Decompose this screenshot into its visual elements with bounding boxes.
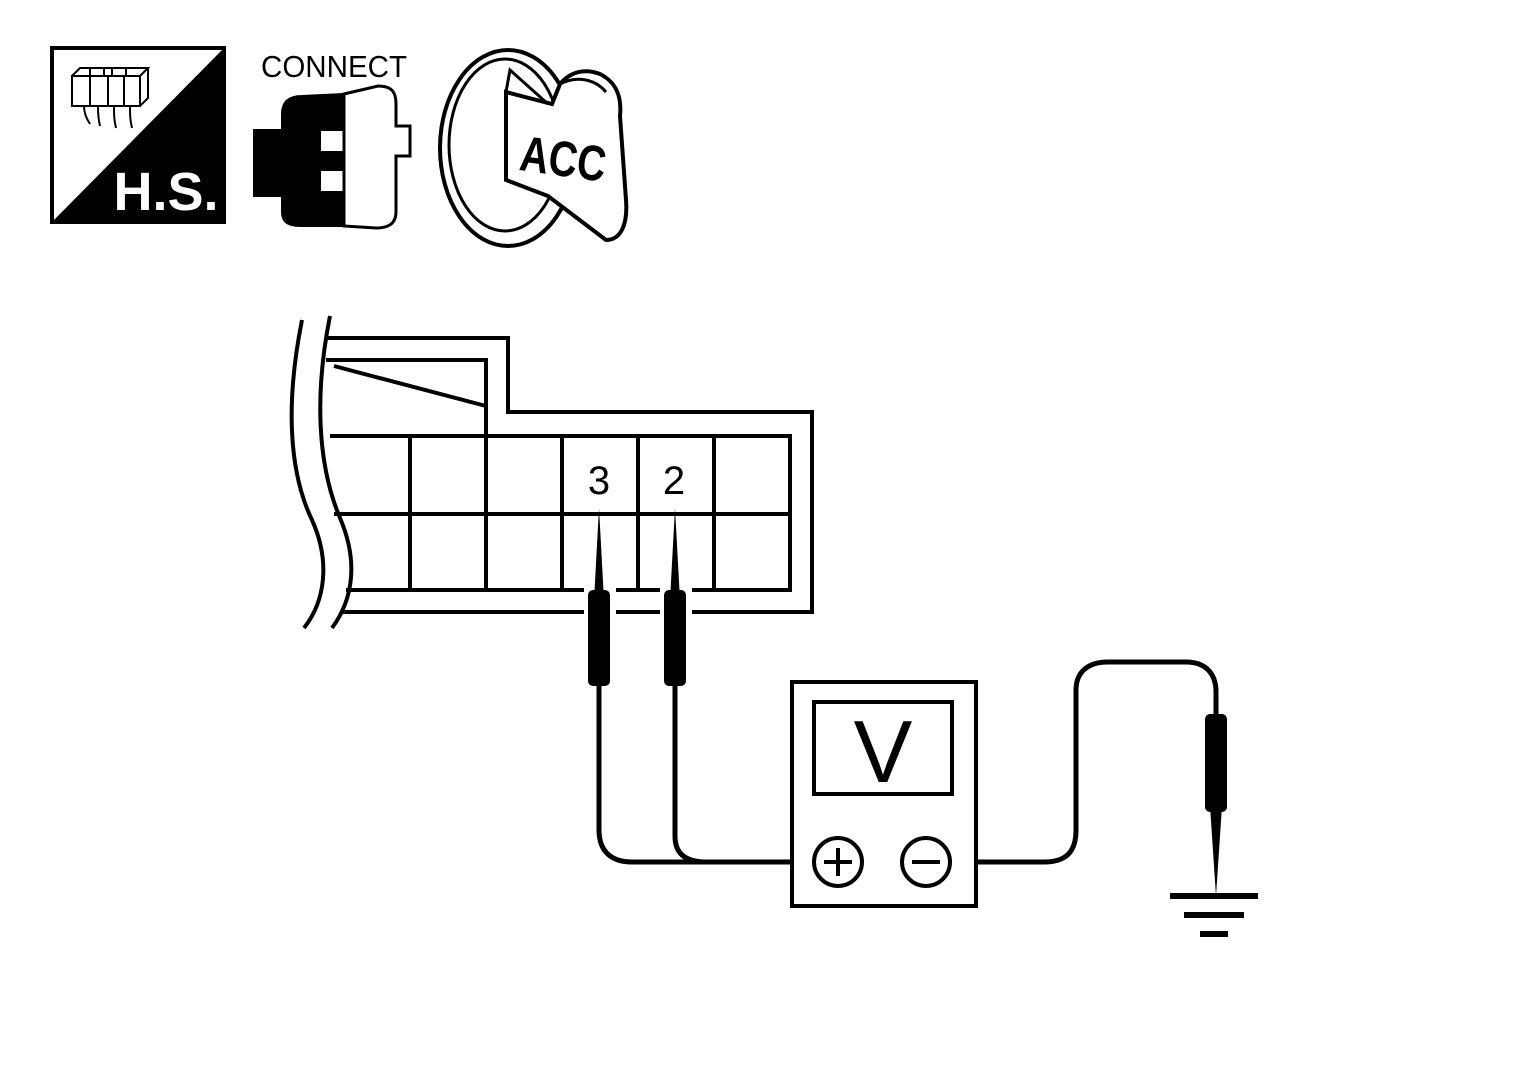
acc-label: ACC [517, 125, 610, 192]
probe-terminal-2 [664, 508, 686, 700]
housing-inner [326, 358, 792, 592]
connector-connect-icon: CONNECT [253, 49, 412, 230]
test-leads [596, 659, 1219, 865]
ground-icon [1170, 893, 1258, 937]
housing-outer [326, 336, 814, 614]
lead-positive-b [672, 690, 707, 865]
ground-probe [1205, 714, 1227, 896]
harness-side-icon: H.S. [50, 46, 226, 224]
harness-connector-sketch [71, 67, 151, 129]
ignition-key-acc-icon: ACC [438, 48, 629, 248]
meter-display-label: V [854, 702, 913, 801]
hs-label: H.S. [113, 162, 218, 222]
terminal-2-label: 2 [663, 459, 685, 503]
probe-terminal-3 [588, 508, 610, 700]
break-line-inner [318, 315, 354, 630]
housing-lock-line [333, 364, 487, 408]
break-line-outer [289, 319, 326, 630]
meter-display [812, 700, 954, 796]
lead-positive-a [596, 690, 814, 865]
lead-negative [950, 659, 1219, 865]
connect-label: CONNECT [261, 49, 407, 84]
voltmeter: V [790, 680, 978, 908]
terminal-3-label: 3 [588, 459, 610, 503]
connector-face [289, 315, 814, 630]
